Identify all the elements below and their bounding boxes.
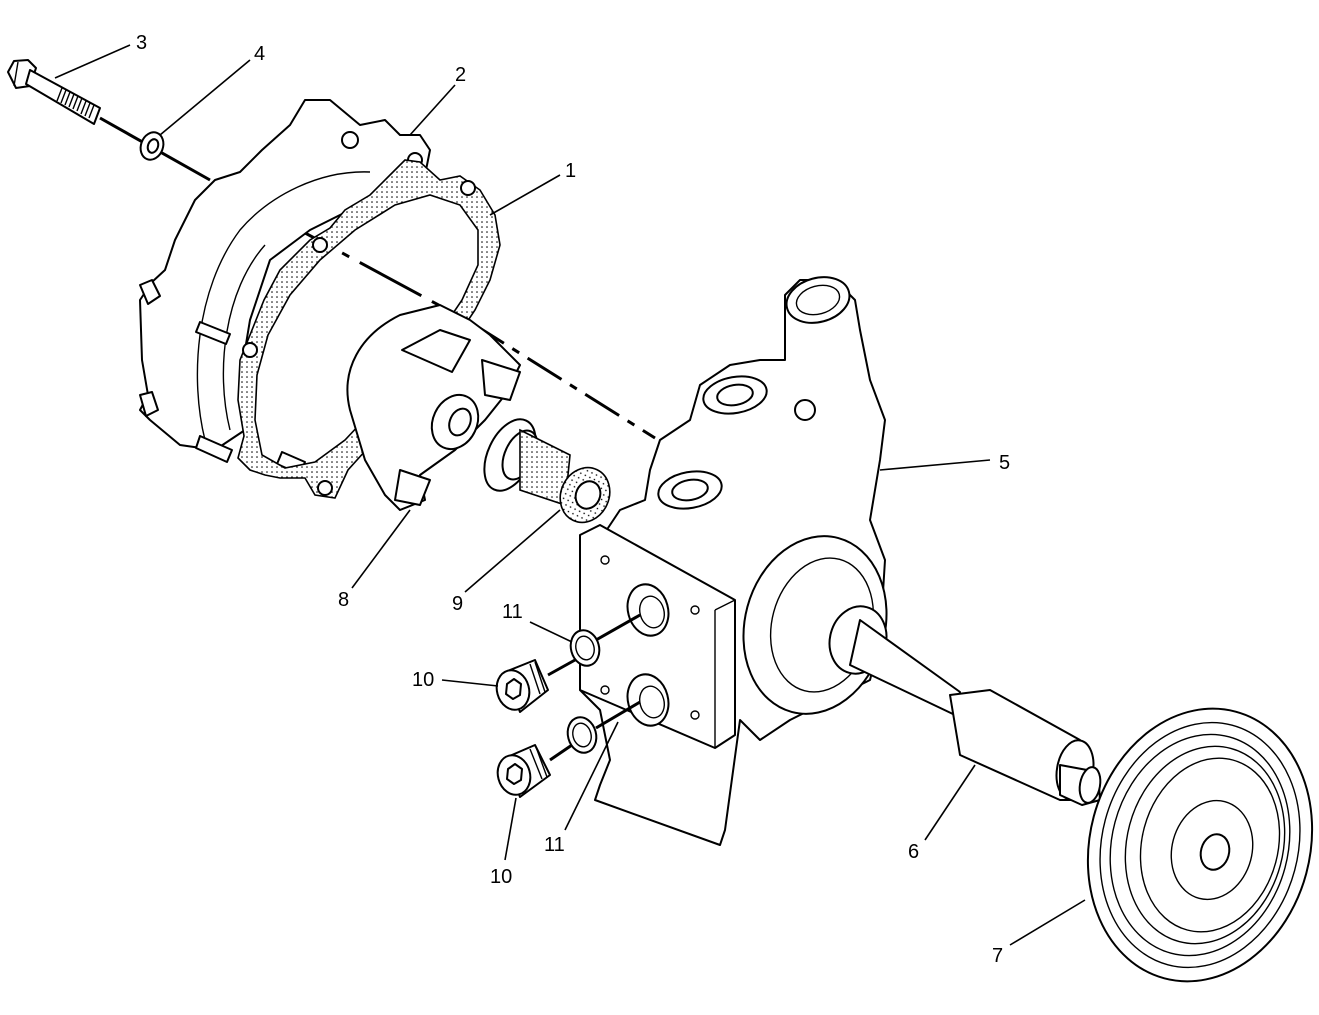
callout-label-11-lower: 11: [544, 834, 565, 856]
pulley-part-7: [1086, 707, 1314, 983]
callout-label-3: 3: [136, 32, 147, 54]
o-ring-part-11-lower: [566, 716, 598, 754]
callout-labels: 1 2 3 4 5 6 7 8 9 10 10 11 11: [136, 32, 1010, 967]
cover-housing-part-2: [139, 99, 431, 475]
callout-label-9: 9: [452, 593, 463, 615]
washer-part-4: [139, 131, 165, 161]
callout-label-6: 6: [908, 841, 919, 863]
callout-label-5: 5: [999, 452, 1010, 474]
callout-label-2: 2: [455, 64, 466, 86]
callout-label-1: 1: [565, 160, 576, 182]
impeller-part-8: [346, 304, 521, 511]
pump-body-part-5: [579, 276, 888, 846]
plug-axis-lines: [547, 613, 641, 762]
plug-part-10-upper: [495, 659, 549, 713]
seal-part-9: [483, 418, 611, 524]
callout-label-11-upper: 11: [502, 601, 523, 623]
bolt-threads: [56, 87, 95, 119]
shaft-bearing-part-6: [849, 619, 1102, 806]
o-ring-part-11-upper: [569, 629, 601, 667]
callout-label-7: 7: [992, 945, 1003, 967]
plug-part-10-lower: [496, 744, 551, 798]
callout-label-10-upper: 10: [412, 669, 434, 691]
leader-lines: [54, 44, 1086, 946]
callout-label-10-lower: 10: [490, 866, 512, 888]
bolt-part-3: [7, 59, 101, 125]
callout-label-8: 8: [338, 589, 349, 611]
callout-label-4: 4: [254, 43, 265, 65]
